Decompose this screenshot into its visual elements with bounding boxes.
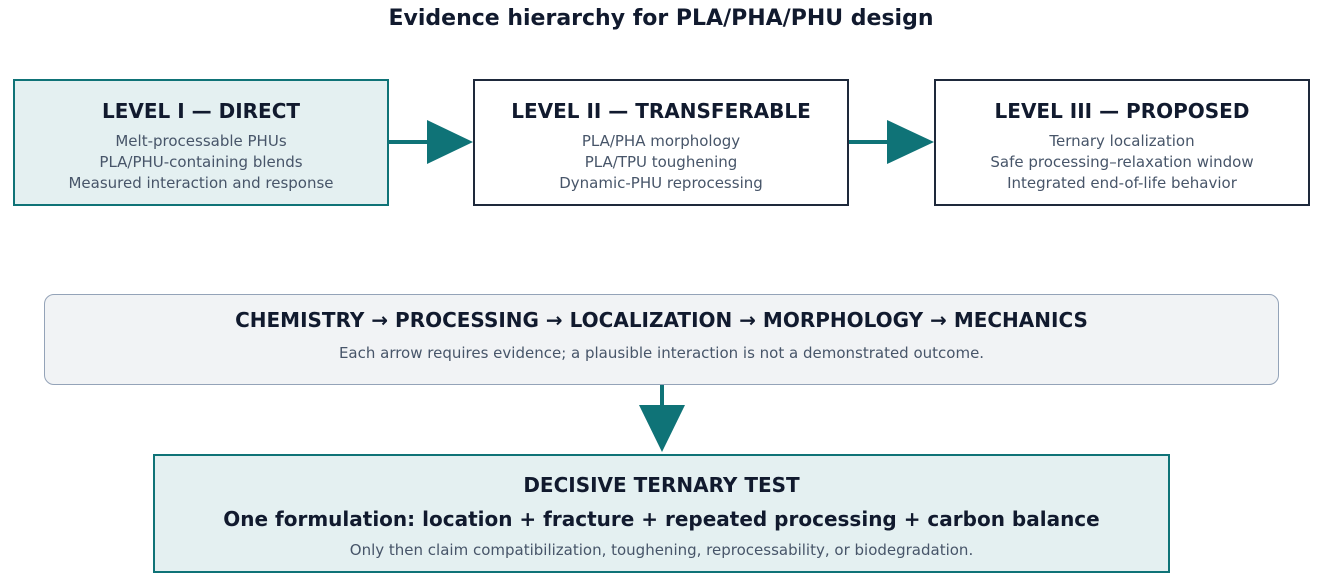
decisive-test-subtitle: One formulation: location + fracture + r… xyxy=(223,507,1100,531)
decisive-test-note: Only then claim compatibilization, tough… xyxy=(349,541,974,559)
causal-chain-title: CHEMISTRY → PROCESSING → LOCALIZATION → … xyxy=(235,308,1088,332)
causal-chain-note: Each arrow requires evidence; a plausibl… xyxy=(338,344,985,362)
level-2-box: LEVEL II — TRANSFERABLE PLA/PHA morpholo… xyxy=(473,79,849,206)
level-3-title: LEVEL III — PROPOSED xyxy=(994,99,1250,123)
level-3-line-2: Safe processing–relaxation window xyxy=(990,153,1254,171)
level-1-line-3: Measured interaction and response xyxy=(68,174,334,192)
level-2-line-2: PLA/TPU toughening xyxy=(584,153,738,171)
arrow-level-1-to-2-icon xyxy=(389,120,473,164)
diagram-title: Evidence hierarchy for PLA/PHA/PHU desig… xyxy=(388,6,934,31)
level-1-line-2: PLA/PHU-containing blends xyxy=(99,153,303,171)
level-1-box: LEVEL I — DIRECT Melt-processable PHUs P… xyxy=(13,79,389,206)
causal-chain-box: CHEMISTRY → PROCESSING → LOCALIZATION → … xyxy=(44,294,1279,385)
decisive-test-title: DECISIVE TERNARY TEST xyxy=(523,473,800,497)
level-2-line-3: Dynamic-PHU reprocessing xyxy=(559,174,763,192)
level-2-title: LEVEL II — TRANSFERABLE xyxy=(511,99,811,123)
level-1-line-1: Melt-processable PHUs xyxy=(115,132,287,150)
arrow-level-2-to-3-icon xyxy=(849,120,934,164)
arrow-chain-to-test-icon xyxy=(639,385,685,452)
decisive-test-box: DECISIVE TERNARY TEST One formulation: l… xyxy=(153,454,1170,573)
level-3-line-3: Integrated end-of-life behavior xyxy=(1007,174,1237,192)
level-3-box: LEVEL III — PROPOSED Ternary localizatio… xyxy=(934,79,1310,206)
level-3-line-1: Ternary localization xyxy=(1049,132,1195,150)
level-2-line-1: PLA/PHA morphology xyxy=(581,132,741,150)
level-1-title: LEVEL I — DIRECT xyxy=(101,99,301,123)
